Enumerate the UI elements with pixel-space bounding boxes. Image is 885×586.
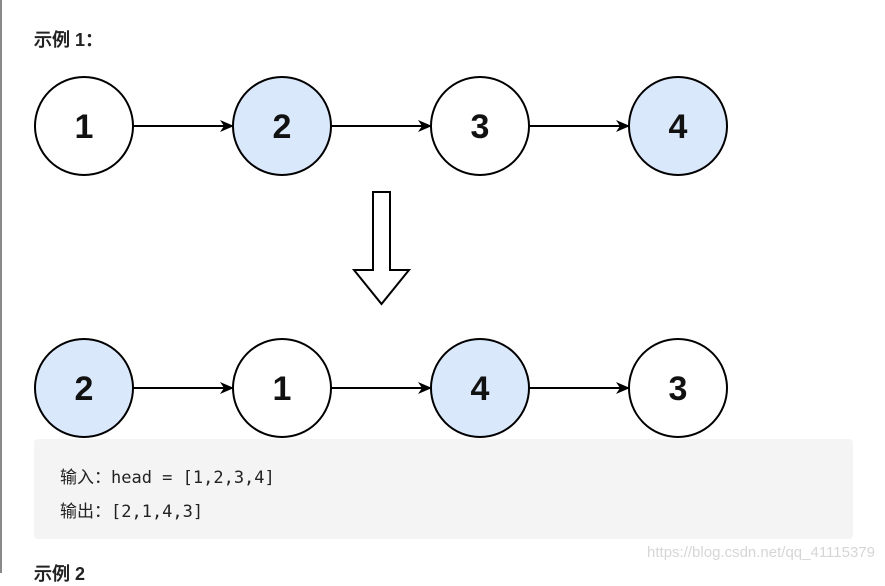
output-line: 输出：[2,1,4,3] (60, 502, 204, 522)
example-2-title: 示例 2 (34, 564, 86, 584)
left-border (0, 0, 2, 573)
input-line: 输入：head = [1,2,3,4] (60, 468, 275, 488)
example-1-title: 示例 1： (34, 30, 104, 50)
node-label: 2 (273, 108, 292, 146)
node-label: 4 (471, 370, 490, 408)
before-node-4: 4 (628, 76, 728, 176)
node-circle (628, 338, 728, 438)
after-node-1: 2 (34, 338, 134, 438)
node-label: 4 (669, 108, 688, 146)
before-node-1: 1 (34, 76, 134, 176)
after-node-4: 3 (628, 338, 728, 438)
before-node-2: 2 (232, 76, 332, 176)
linked-list-diagram: 1 2 3 4 2 1 4 3 (34, 76, 728, 438)
node-label: 2 (75, 370, 94, 408)
node-label: 1 (75, 108, 94, 146)
node-circle (628, 76, 728, 176)
node-label: 3 (471, 108, 490, 146)
before-list: 1 2 3 4 (34, 76, 728, 176)
code-block: 输入：head = [1,2,3,4] 输出：[2,1,4,3] (34, 439, 853, 539)
hollow-down-arrow-icon (351, 191, 412, 306)
watermark: https://blog.csdn.net/qq_41115379 (647, 544, 875, 561)
after-list: 2 1 4 3 (34, 338, 728, 438)
after-node-3: 4 (430, 338, 530, 438)
after-node-2: 1 (232, 338, 332, 438)
node-label: 1 (273, 370, 292, 408)
before-node-3: 3 (430, 76, 530, 176)
node-label: 3 (669, 370, 688, 408)
